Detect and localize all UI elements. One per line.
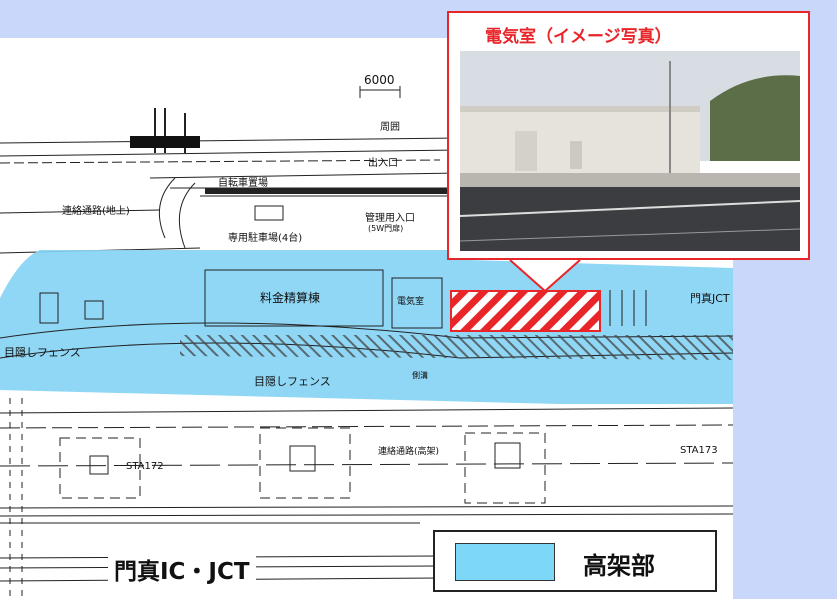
interchange-label: 門真IC・JCT [108,552,256,586]
label-toll-building: 料金精算棟 [260,290,320,305]
dimension-label: 6000 [364,73,395,87]
label-contact-path: 連絡通路(地上) [62,204,130,217]
label-fence: 目隠しフェンス [4,346,81,359]
label-elec-room: 電気室 [397,295,424,307]
label-sta173: STA173 [680,445,718,456]
label-bike-parking: 自転車置場 [218,176,268,189]
black-fence-blocks [130,136,455,194]
label-maintenance-entrance: 管理用入口 [365,211,415,224]
site-plan-svg: 6000 周囲 自転車置場 出入口 管理用入口 (5W門扉) 連絡通路(地上) … [0,73,733,599]
label-kadoma-right: 門真JCT [690,291,730,305]
legend-label: 高架部 [583,552,655,580]
electrical-room-highlight [450,290,601,332]
label-side-ditch: 側溝 [412,370,428,380]
electrical-room-photo [460,51,800,251]
label-contact-path-2: 連絡通路(高架) [378,445,439,457]
elevated-area [0,250,733,404]
label-sta172: STA172 [126,461,164,472]
legend-swatch-elevated [455,543,555,581]
legend: 高架部 [433,530,717,592]
retaining-wall-hatch [180,335,733,360]
label-fence-2: 目隠しフェンス [254,375,331,388]
label-staff-parking: 専用駐車場(4台) [228,231,302,244]
label-entrance: 出入口 [368,156,398,169]
callout-pointer [509,259,581,293]
label-maintenance-note: (5W門扉) [368,223,403,233]
label-shumoku: 周囲 [380,121,400,133]
photo-callout-title: 電気室（イメージ写真） [485,27,672,47]
photo-callout: 電気室（イメージ写真） [447,11,810,260]
